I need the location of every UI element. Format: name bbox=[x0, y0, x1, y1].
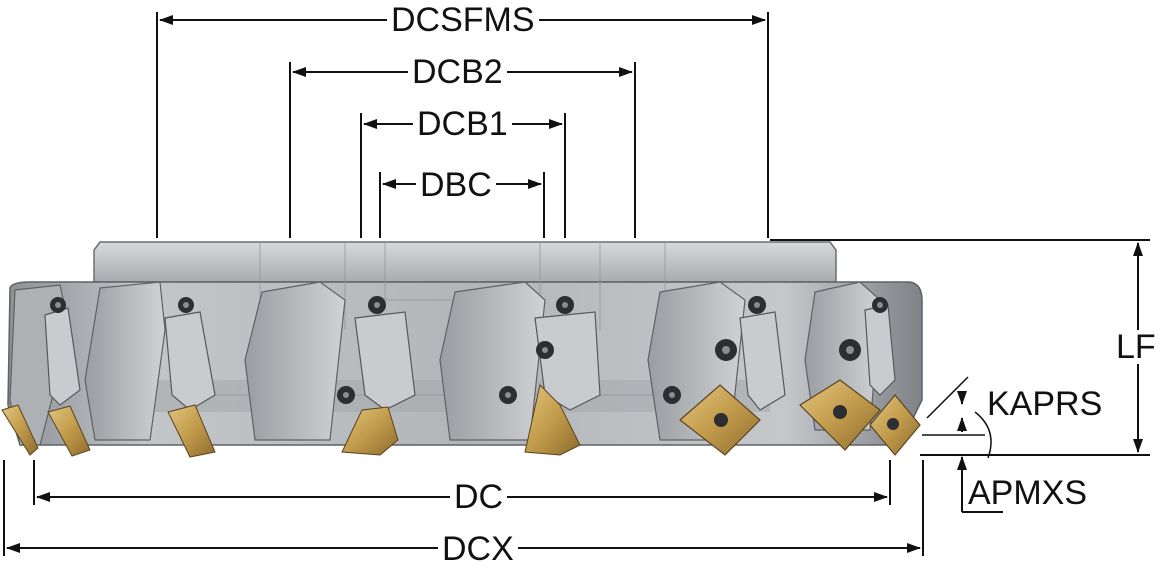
label-kaprs: KAPRS bbox=[987, 385, 1103, 423]
screw-5 bbox=[748, 296, 766, 314]
screw-1 bbox=[50, 297, 66, 313]
cutting-inserts bbox=[1, 379, 921, 458]
label-dcx: DCX bbox=[438, 532, 518, 566]
screw-6 bbox=[872, 297, 888, 313]
insert-2 bbox=[47, 405, 91, 457]
label-dcb1: DCB1 bbox=[413, 107, 512, 141]
insert-6-hole bbox=[714, 413, 728, 427]
insert-seats bbox=[44, 304, 896, 411]
label-dcsfms: DCSFMS bbox=[387, 3, 539, 37]
screw-2 bbox=[178, 297, 194, 313]
insert-5 bbox=[524, 384, 581, 456]
insert-1 bbox=[1, 404, 39, 456]
label-dbc: DBC bbox=[416, 168, 496, 202]
kaprs-arc bbox=[974, 411, 992, 459]
screw-8 bbox=[715, 339, 737, 361]
insert-8-hole bbox=[887, 418, 899, 430]
clamp-screws bbox=[50, 296, 888, 404]
insert-4 bbox=[341, 406, 399, 456]
label-dcb2: DCB2 bbox=[408, 55, 507, 89]
screw-3 bbox=[368, 296, 386, 314]
cutter-body bbox=[1, 241, 923, 458]
screw-12 bbox=[663, 386, 681, 404]
label-lf: LF bbox=[1116, 328, 1156, 366]
insert-3 bbox=[167, 404, 216, 458]
label-dc: DC bbox=[450, 480, 508, 514]
label-apmxs: APMXS bbox=[968, 474, 1088, 512]
screw-10 bbox=[337, 386, 355, 404]
screw-7 bbox=[536, 341, 554, 359]
mounting-face bbox=[93, 241, 837, 283]
kaprs-leg bbox=[926, 376, 969, 419]
screw-11 bbox=[499, 386, 517, 404]
screw-9 bbox=[839, 339, 861, 361]
insert-7-hole bbox=[833, 405, 847, 419]
screw-4 bbox=[556, 296, 574, 314]
